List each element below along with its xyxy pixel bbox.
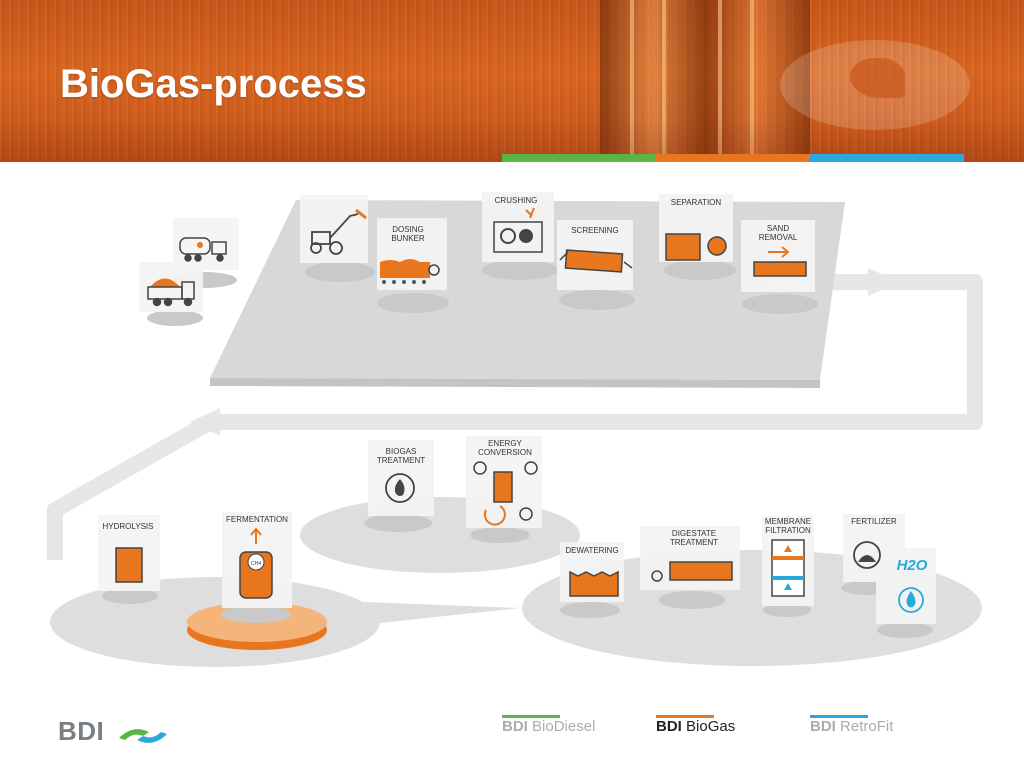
brand-rule-orange — [656, 715, 714, 718]
footer-brand-biodiesel[interactable]: BDI BioDiesel — [502, 715, 596, 735]
brand-name: BioGas — [686, 718, 736, 735]
separation-icon — [665, 233, 727, 261]
footer-brand-retrofit[interactable]: BDI RetroFit — [810, 715, 894, 735]
label-screening: SCREENING — [571, 226, 619, 235]
digestate-treatment-icon — [651, 561, 733, 582]
engine-icon — [473, 461, 538, 526]
label-dewatering: DEWATERING — [565, 546, 618, 555]
label-fermentation: FERMENTATION — [226, 515, 288, 524]
brand-name: BioDiesel — [532, 718, 596, 735]
brand-rule-blue — [810, 715, 868, 718]
flow-arrowhead-left — [190, 408, 220, 436]
colorbar-blue — [810, 154, 964, 162]
tanker-truck-icon — [179, 237, 227, 262]
fertilizer-icon — [853, 541, 881, 569]
brand-prefix: BDI — [656, 718, 682, 735]
wheel-loader-icon — [310, 208, 367, 255]
label-crushing: CRUSHING — [495, 196, 538, 205]
brand-rule-green — [502, 715, 560, 718]
dump-truck-icon — [147, 278, 195, 307]
page-title: BioGas-process — [60, 62, 367, 106]
footer-logo-swirl-icon — [118, 728, 167, 743]
flow-arrow-left — [47, 414, 300, 560]
footer-brand-biogas[interactable]: BDI BioGas — [656, 715, 736, 735]
header-banner — [0, 0, 1024, 162]
lower-platform-connector — [315, 600, 520, 630]
watermark-logo-icon — [780, 40, 970, 130]
dewatering-icon — [569, 570, 619, 597]
colorbar-orange — [656, 154, 810, 162]
brand-prefix: BDI — [810, 718, 836, 735]
brand-prefix: BDI — [502, 718, 528, 735]
footer-logo: BDI — [58, 716, 173, 746]
screening-icon — [559, 249, 633, 273]
ch4-symbol: CH4 — [251, 561, 261, 567]
label-separation: SEPARATION — [671, 198, 722, 207]
crushing-icon — [493, 207, 543, 253]
label-hydrolysis: HYDROLYSIS — [103, 522, 154, 531]
hydrolysis-tank-icon — [115, 547, 143, 583]
h2o-symbol: H2O — [897, 557, 928, 574]
footer-logo-text: BDI — [58, 716, 105, 746]
flame-icon — [385, 473, 415, 503]
upper-platform-edge — [210, 378, 820, 388]
label-fertilizer: FERTILIZER — [851, 517, 897, 526]
membrane-filtration-icon — [771, 539, 805, 597]
brand-name: RetroFit — [840, 718, 894, 735]
water-drop-icon — [898, 587, 924, 613]
dosing-bunker-icon — [380, 259, 440, 284]
sand-removal-icon — [753, 246, 807, 277]
flow-arrowhead-right — [868, 268, 900, 296]
pedestals — [102, 260, 933, 638]
fermenter-icon — [239, 527, 273, 599]
header-tower-photo — [600, 0, 810, 162]
colorbar-green — [502, 154, 656, 162]
